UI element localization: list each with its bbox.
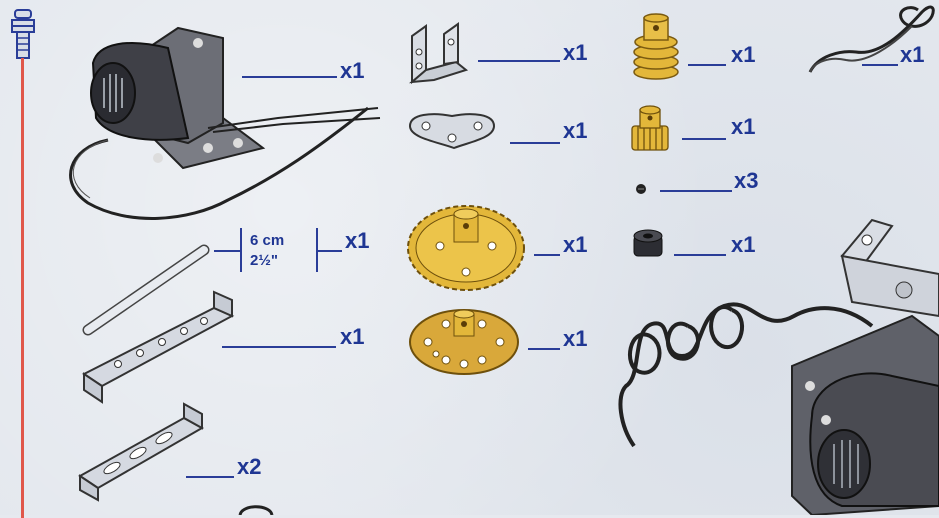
quantity-label: x1 [900, 44, 924, 66]
dimension-tick [240, 228, 242, 272]
rod-length-metric: 6 cm [250, 232, 284, 249]
leader-line [242, 76, 337, 78]
margin-line [21, 58, 24, 518]
quantity-label: x3 [734, 170, 758, 192]
quantity-label: x1 [340, 326, 364, 348]
leader-line [186, 476, 234, 478]
bolt-icon [8, 8, 38, 64]
quantity-label: x1 [731, 44, 755, 66]
quantity-label: x1 [340, 60, 364, 82]
cord-icon [800, 0, 939, 80]
quantity-label: x1 [731, 116, 755, 138]
motor-icon [38, 8, 383, 228]
quantity-label: x1 [563, 120, 587, 142]
slotted-strip-icon [72, 394, 212, 504]
pinion-icon [628, 104, 672, 154]
leader-line [528, 348, 560, 350]
leader-line [478, 60, 560, 62]
motor-assembly-illustration [612, 206, 939, 515]
leader-line [222, 346, 336, 348]
leader-line [682, 138, 726, 140]
quantity-label: x1 [345, 230, 369, 252]
leader-line [318, 250, 342, 252]
leader-line [214, 250, 240, 252]
worm-gear-icon [630, 12, 682, 82]
quantity-label: x1 [563, 42, 587, 64]
rod-length-imperial: 2½" [250, 252, 278, 269]
quantity-label: x2 [237, 456, 261, 478]
partial-circle-icon [236, 502, 276, 515]
leader-line [534, 254, 560, 256]
quantity-label: x1 [563, 234, 587, 256]
flat-strip-icon [74, 286, 244, 406]
bush-wheel-icon [406, 298, 522, 378]
triangle-plate-icon [404, 108, 500, 154]
angle-bracket-icon [404, 20, 474, 90]
gear-wheel-icon [404, 194, 528, 294]
leader-line [660, 190, 732, 192]
grub-screw-icon [634, 182, 648, 196]
leader-line [862, 64, 898, 66]
leader-line [510, 142, 560, 144]
quantity-label: x1 [563, 328, 587, 350]
leader-line [688, 64, 726, 66]
